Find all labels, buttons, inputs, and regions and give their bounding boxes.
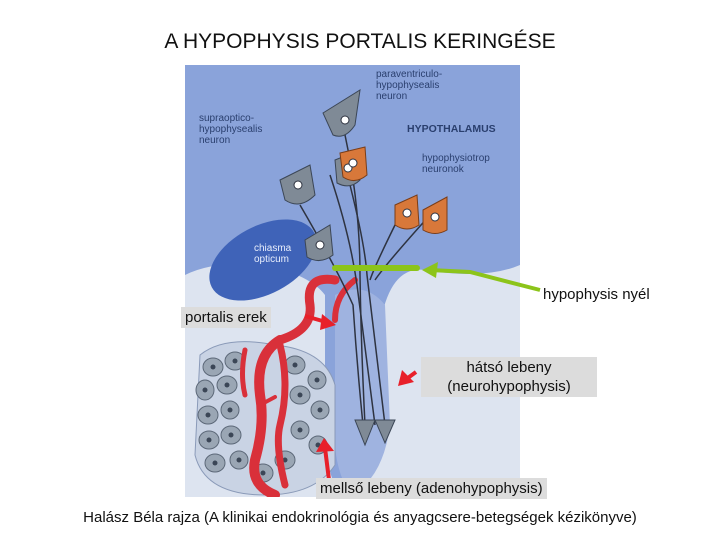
hypophysis-illustration <box>185 65 520 497</box>
paraventricular-line-2: hypophysealis <box>376 80 440 91</box>
credit-line: Halász Béla rajza (A klinikai endokrinol… <box>83 509 637 526</box>
hypothalamus-tissue <box>185 65 520 485</box>
stalk-label: hypophysis nyél <box>543 286 650 303</box>
chiasma-line-1: chiasma <box>254 243 292 254</box>
supraoptic-line-1: supraoptico- <box>199 113 255 124</box>
chiasma-opticum <box>209 219 317 301</box>
supraoptic-line-3: neuron <box>199 135 231 146</box>
anterior-lobe-label: mellső lebeny (adenohypophysis) <box>316 478 547 499</box>
portal-vessels-label: portalis erek <box>181 307 271 328</box>
hypophysiotrop-line-1: hypophysiotrop <box>422 153 490 164</box>
stalk-arrowhead <box>422 262 438 278</box>
paraventricular-label: paraventriculo- hypophysealis neuron <box>376 69 442 102</box>
supraoptic-line-2: hypophysealis <box>199 124 263 135</box>
hypothalamus-label: HYPOTHALAMUS <box>407 123 496 135</box>
hypophysiotrop-line-2: neuronok <box>422 164 464 175</box>
chiasma-label: chiasma opticum <box>254 243 291 265</box>
chiasma-line-2: opticum <box>254 254 290 265</box>
posterior-lobe-line-2: (neurohypophysis) <box>447 378 571 395</box>
posterior-lobe-label: hátsó lebeny (neurohypophysis) <box>421 357 597 397</box>
anterior-arrow <box>316 438 334 481</box>
neuron-terminals <box>354 419 396 447</box>
posterior-arrow <box>398 370 418 386</box>
paraventricular-line-3: neuron <box>376 91 408 102</box>
posterior-lobe <box>334 289 390 485</box>
paraventricular-line-1: paraventriculo- <box>376 69 443 80</box>
stalk-arrow <box>429 268 541 292</box>
supraoptic-label: supraoptico- hypophysealis neuron <box>199 113 262 146</box>
hypophysiotrop-label: hypophysiotrop neuronok <box>422 153 490 175</box>
portal-vessels <box>240 274 358 497</box>
posterior-lobe-line-1: hátsó lebeny <box>466 359 552 376</box>
portal-arrow <box>304 314 336 330</box>
page-title: A HYPOPHYSIS PORTALIS KERINGÉSE <box>164 30 556 53</box>
